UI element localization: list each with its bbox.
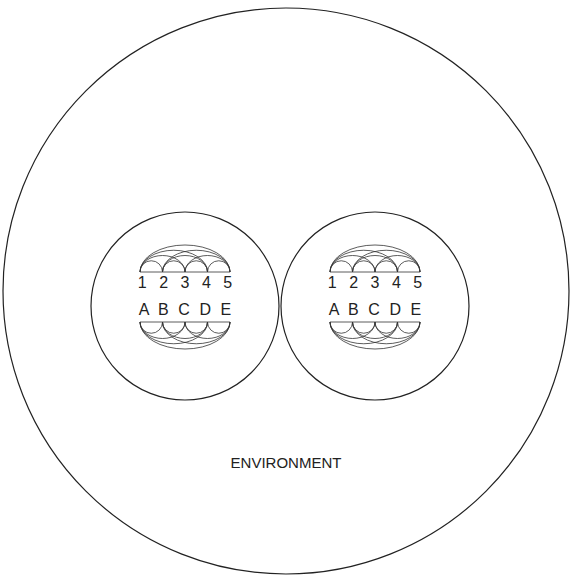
link-arc xyxy=(375,322,420,339)
link-arc xyxy=(163,250,231,272)
circle-line xyxy=(3,8,569,574)
link-arc xyxy=(208,322,231,333)
link-arc xyxy=(163,322,231,344)
environment-circle: ENVIRONMENT 1 2 3 4 5 A B C D E 1 2 3 4 5 A … xyxy=(2,7,570,575)
link-arc xyxy=(140,322,208,344)
system-circle: 1 2 3 4 5 A B C D E xyxy=(280,211,470,401)
circle-outline xyxy=(2,7,570,575)
circle-line xyxy=(91,212,279,400)
link-arc xyxy=(330,250,398,272)
link-arc xyxy=(330,322,398,344)
letter-row: A B C D E xyxy=(139,302,232,318)
link-arc xyxy=(353,322,421,344)
letter-row: A B C D E xyxy=(329,302,422,318)
environment-label: ENVIRONMENT xyxy=(231,455,342,470)
digit-row: 1 2 3 4 5 xyxy=(328,275,422,291)
link-arc xyxy=(185,261,208,272)
link-arc xyxy=(398,261,421,272)
link-arc xyxy=(353,250,421,272)
link-arc xyxy=(185,322,208,333)
link-arc xyxy=(375,322,398,333)
link-arc xyxy=(375,261,398,272)
link-arc xyxy=(330,245,420,272)
link-arc xyxy=(140,322,230,349)
system-circle: 1 2 3 4 5 A B C D E xyxy=(90,211,280,401)
link-arc xyxy=(185,256,230,273)
digit-row: 1 2 3 4 5 xyxy=(138,275,232,291)
link-arc xyxy=(185,322,230,339)
link-arc xyxy=(140,250,208,272)
circle-line xyxy=(281,212,469,400)
link-arc xyxy=(375,256,420,273)
link-arc xyxy=(330,322,420,349)
link-arc xyxy=(140,245,230,272)
link-arc xyxy=(398,322,421,333)
link-arc xyxy=(208,261,231,272)
